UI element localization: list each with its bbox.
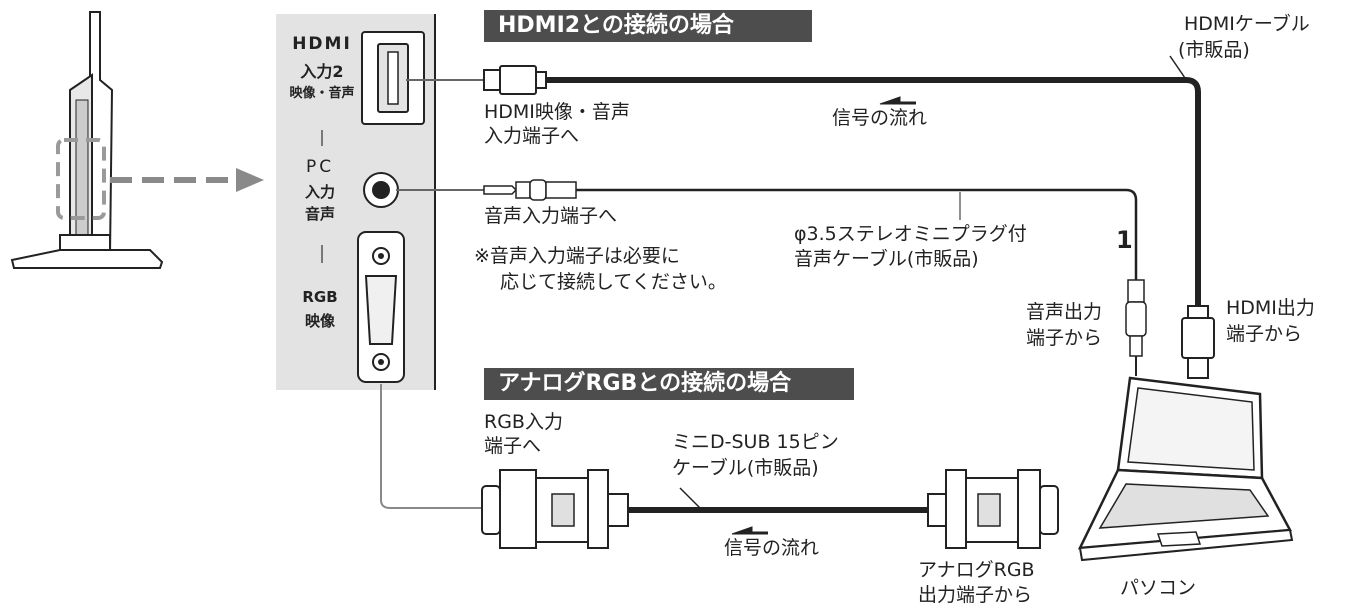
pc-audio-label: 音声 bbox=[304, 205, 335, 223]
audio-cable-label: φ3.5ステレオミニプラグ付 bbox=[794, 223, 1027, 245]
dsub-cable-label-sub: ケーブル(市販品) bbox=[672, 457, 819, 479]
audio-input-terminal-label: 音声入力端子へ bbox=[484, 205, 618, 227]
laptop-icon bbox=[1077, 376, 1294, 562]
signal-flow-label-top: 信号の流れ bbox=[832, 107, 928, 129]
audio-jack-icon bbox=[363, 172, 399, 208]
step-number: 1 bbox=[1116, 226, 1133, 254]
dsub-cable-label: ミニD-SUB 15ピン bbox=[672, 431, 839, 453]
audio-output-terminal-label-sub: 端子から bbox=[1026, 327, 1103, 349]
tv-side-view bbox=[10, 11, 164, 269]
rgb-port-icon bbox=[357, 231, 405, 383]
rgb-cable bbox=[380, 384, 1059, 549]
pc-input-label: 入力 bbox=[304, 183, 335, 201]
hdmi-output-terminal-label-sub: 端子から bbox=[1226, 323, 1303, 345]
hdmi-input-terminal-label-sub: 入力端子へ bbox=[484, 125, 580, 147]
hdmi-cable-label: HDMIケーブル bbox=[1184, 13, 1310, 35]
zoom-arrow bbox=[110, 168, 264, 192]
rgb-label: RGB bbox=[302, 288, 338, 306]
audio-note-line2: 応じて接続してください。 bbox=[500, 271, 727, 293]
analog-rgb-output-label-sub: 出力端子から bbox=[918, 584, 1033, 606]
hdmi-cable-label-sub: (市販品) bbox=[1178, 39, 1250, 61]
hdmi-port-icon bbox=[361, 31, 425, 125]
hdmi-logo: HDMI bbox=[292, 34, 352, 54]
audio-cable-label-sub: 音声ケーブル(市販品) bbox=[794, 248, 979, 270]
pc-label-text: パソコン bbox=[1120, 577, 1197, 599]
hdmi-input-sublabel: 映像・音声 bbox=[289, 86, 355, 101]
hdmi-output-terminal-label: HDMI出力 bbox=[1226, 297, 1315, 319]
rgb-input-terminal-label-sub: 端子へ bbox=[484, 435, 542, 457]
hdmi-input-label: 入力2 bbox=[300, 62, 344, 81]
analog-rgb-output-label: アナログRGB bbox=[918, 559, 1035, 581]
pc-label: PC bbox=[305, 157, 335, 177]
rgb-input-terminal-label: RGB入力 bbox=[484, 411, 563, 433]
audio-output-terminal-label: 音声出力 bbox=[1026, 301, 1103, 323]
rgb-section-banner: アナログRGBとの接続の場合 bbox=[484, 368, 854, 400]
audio-note-line1: ※音声入力端子は必要に bbox=[474, 245, 680, 267]
rgb-video-label: 映像 bbox=[304, 312, 335, 330]
signal-flow-label-bottom: 信号の流れ bbox=[724, 537, 820, 559]
hdmi-section-banner: HDMI2との接続の場合 bbox=[484, 10, 812, 42]
hdmi-cable bbox=[406, 55, 1215, 379]
hdmi-input-terminal-label: HDMI映像・音声 bbox=[484, 101, 630, 123]
audio-cable bbox=[396, 179, 1147, 376]
